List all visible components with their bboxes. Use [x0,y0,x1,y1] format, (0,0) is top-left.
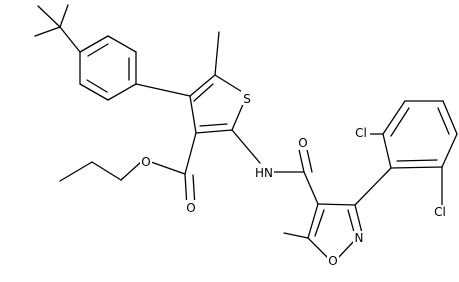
amide-nh-label: HN [255,166,273,180]
dichlorophenyl-ring [382,100,458,169]
chlorine-top-label: Cl [355,126,367,140]
amide-oxygen-label: O [298,136,307,150]
isoxazole-aryl-bond [354,167,392,206]
isoxazole-ring [307,203,363,260]
isoxazole-nitrogen-label: N [355,231,364,245]
propyl-ester-group [59,132,197,209]
isoxazole-methyl [283,232,309,239]
ester-oxygen-label: O [141,155,150,169]
sulfur-atom-label: S [243,92,251,106]
ester-carbonyl-oxygen-label: O [186,201,195,215]
thiophene-ring [189,74,248,134]
isoxazole-oxygen-label: O [328,254,337,268]
thiophene-methyl [214,31,220,76]
phenyl-ring [79,35,137,101]
chlorine-bottom-label: Cl [434,205,446,219]
aryl-thiophene-bond [135,83,191,97]
tert-butyl-group [34,4,81,53]
